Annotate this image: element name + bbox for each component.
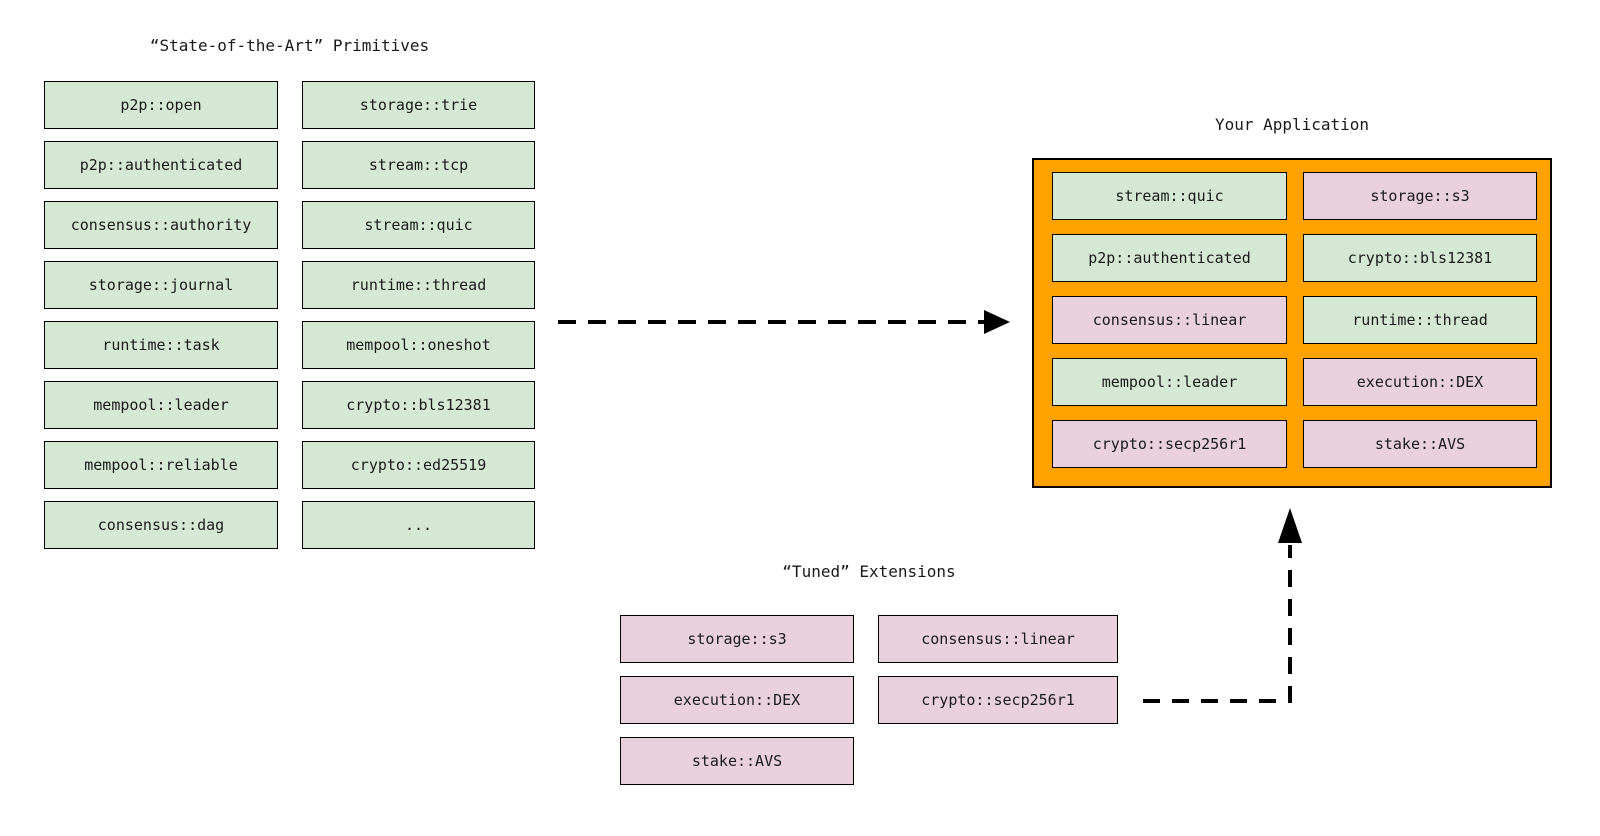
box-consensus-dag: consensus::dag bbox=[44, 501, 278, 549]
app-box-crypto-secp256r1: crypto::secp256r1 bbox=[1052, 420, 1287, 468]
box-p2p-authenticated: p2p::authenticated bbox=[44, 141, 278, 189]
box-mempool-leader: mempool::leader bbox=[44, 381, 278, 429]
app-box-stake-avs: stake::AVS bbox=[1303, 420, 1537, 468]
app-box-p2p-authenticated: p2p::authenticated bbox=[1052, 234, 1287, 282]
box-runtime-thread: runtime::thread bbox=[302, 261, 535, 309]
application-column-1: stream::quic p2p::authenticated consensu… bbox=[1052, 172, 1287, 468]
tuned-box-crypto-secp256r1: crypto::secp256r1 bbox=[878, 676, 1118, 724]
tuned-column-1: storage::s3 execution::DEX stake::AVS bbox=[620, 615, 854, 785]
app-box-execution-dex: execution::DEX bbox=[1303, 358, 1537, 406]
tuned-box-stake-avs: stake::AVS bbox=[620, 737, 854, 785]
box-runtime-task: runtime::task bbox=[44, 321, 278, 369]
primitives-column-1: p2p::open p2p::authenticated consensus::… bbox=[44, 81, 278, 549]
box-consensus-authority: consensus::authority bbox=[44, 201, 278, 249]
tuned-title: “Tuned” Extensions bbox=[782, 562, 956, 581]
box-crypto-bls12381: crypto::bls12381 bbox=[302, 381, 535, 429]
arrowhead-right-icon bbox=[984, 310, 1010, 334]
app-box-storage-s3: storage::s3 bbox=[1303, 172, 1537, 220]
box-crypto-ed25519: crypto::ed25519 bbox=[302, 441, 535, 489]
box-ellipsis: ... bbox=[302, 501, 535, 549]
arrow-primitives-to-application bbox=[558, 310, 1010, 334]
application-title: Your Application bbox=[1214, 115, 1370, 134]
app-box-crypto-bls12381: crypto::bls12381 bbox=[1303, 234, 1537, 282]
tuned-column-2: consensus::linear crypto::secp256r1 bbox=[878, 615, 1118, 724]
box-mempool-oneshot: mempool::oneshot bbox=[302, 321, 535, 369]
primitives-column-2: storage::trie stream::tcp stream::quic r… bbox=[302, 81, 535, 549]
tuned-box-storage-s3: storage::s3 bbox=[620, 615, 854, 663]
app-box-consensus-linear: consensus::linear bbox=[1052, 296, 1287, 344]
arrow-tuned-to-application bbox=[1143, 508, 1302, 703]
app-box-mempool-leader: mempool::leader bbox=[1052, 358, 1287, 406]
primitives-title: “State-of-the-Art” Primitives bbox=[149, 36, 430, 55]
box-stream-tcp: stream::tcp bbox=[302, 141, 535, 189]
arrowhead-up-icon bbox=[1278, 508, 1302, 543]
app-box-runtime-thread: runtime::thread bbox=[1303, 296, 1537, 344]
tuned-box-consensus-linear: consensus::linear bbox=[878, 615, 1118, 663]
box-stream-quic: stream::quic bbox=[302, 201, 535, 249]
box-p2p-open: p2p::open bbox=[44, 81, 278, 129]
box-storage-journal: storage::journal bbox=[44, 261, 278, 309]
box-mempool-reliable: mempool::reliable bbox=[44, 441, 278, 489]
application-column-2: storage::s3 crypto::bls12381 runtime::th… bbox=[1303, 172, 1537, 468]
tuned-box-execution-dex: execution::DEX bbox=[620, 676, 854, 724]
app-box-stream-quic: stream::quic bbox=[1052, 172, 1287, 220]
box-storage-trie: storage::trie bbox=[302, 81, 535, 129]
